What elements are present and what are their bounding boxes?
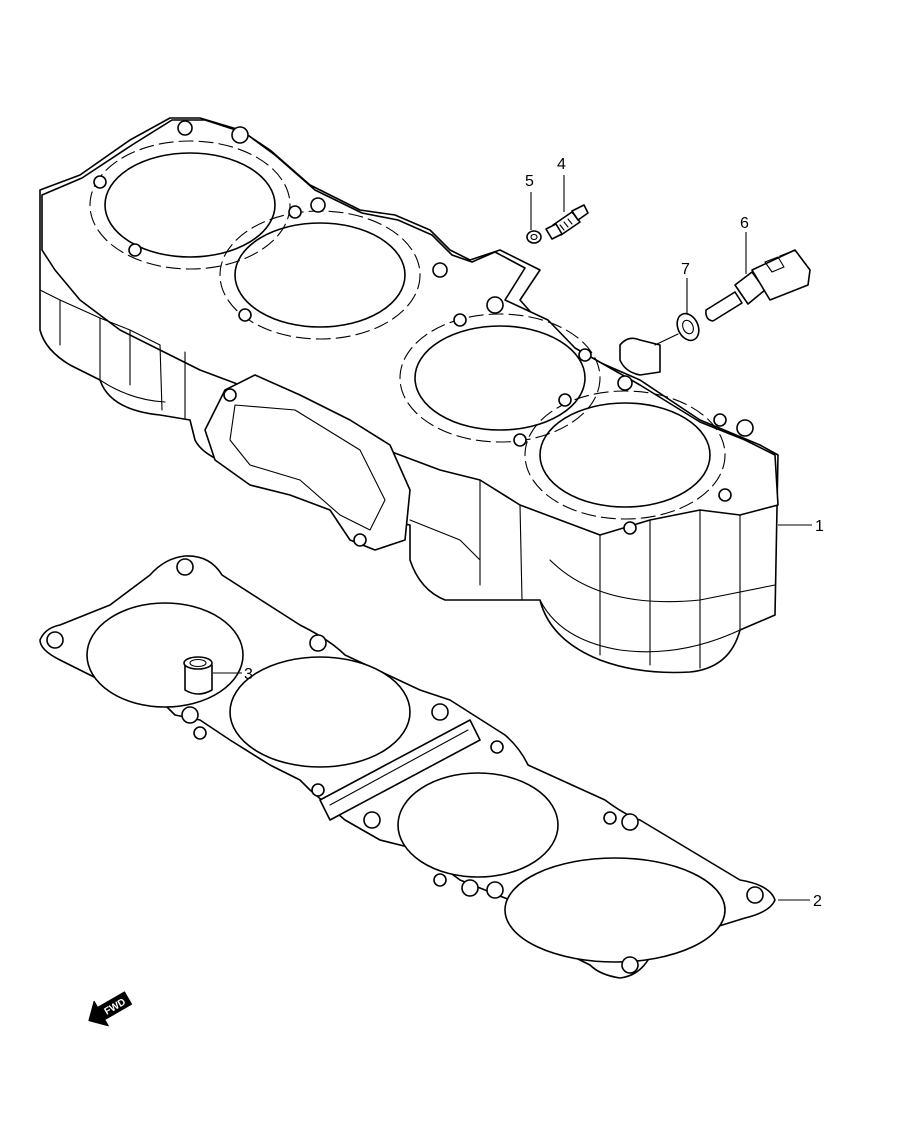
callout-1: 1 [778, 518, 824, 535]
fwd-label: FWD [103, 997, 128, 1018]
callout-3: 3 [213, 666, 253, 683]
sensor-washer[interactable] [654, 310, 703, 346]
dowel-pin[interactable] [183, 656, 213, 695]
callout-label-5: 5 [525, 173, 534, 190]
callout-7: 7 [681, 261, 690, 313]
callout-6: 6 [740, 215, 749, 274]
cylinder-base-gasket[interactable] [39, 555, 776, 979]
callout-5: 5 [525, 173, 534, 230]
callout-label-1: 1 [815, 518, 824, 535]
fwd-direction-badge: FWD [88, 991, 133, 1027]
temperature-sensor[interactable] [705, 249, 811, 322]
callout-2: 2 [778, 893, 822, 910]
callout-label-6: 6 [740, 215, 749, 232]
callout-label-4: 4 [557, 156, 566, 173]
callout-label-3: 3 [244, 666, 253, 683]
callout-label-7: 7 [681, 261, 690, 278]
bleeder-bolt[interactable] [545, 204, 589, 240]
washer-small[interactable] [526, 230, 542, 244]
forward-arrow-icon: FWD [88, 991, 133, 1027]
cylinder-block[interactable] [39, 117, 779, 674]
callout-label-2: 2 [813, 893, 822, 910]
callout-4: 4 [557, 156, 566, 212]
